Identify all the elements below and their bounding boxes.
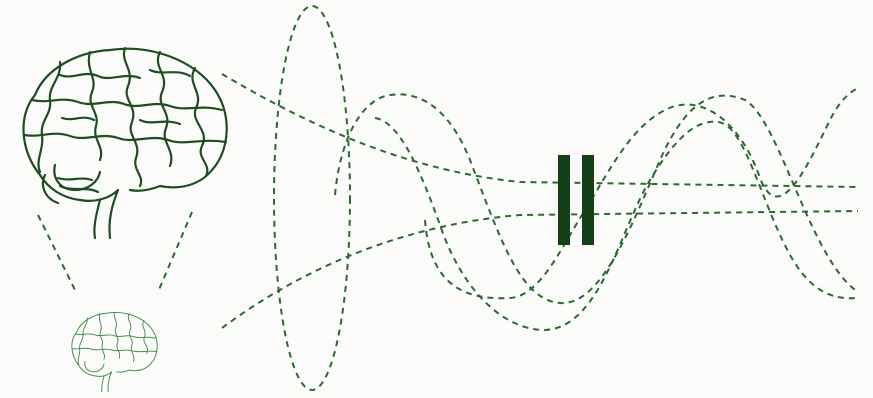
wave-line-5: [425, 88, 858, 298]
large-brain-icon: [24, 48, 227, 238]
dashed-ellipse: [274, 6, 350, 390]
parallel-equals-icon: [558, 155, 594, 245]
parallel-bar-left: [558, 155, 570, 245]
small-brain-icon: [72, 312, 157, 392]
wave-line-1: [222, 74, 858, 187]
wave-line-3: [335, 94, 858, 303]
zoom-connector-right: [158, 212, 192, 292]
wave-line-2: [222, 211, 858, 328]
wave-line-4: [375, 118, 858, 330]
parallel-bar-right: [582, 155, 594, 245]
zoom-connector-left: [38, 215, 75, 290]
